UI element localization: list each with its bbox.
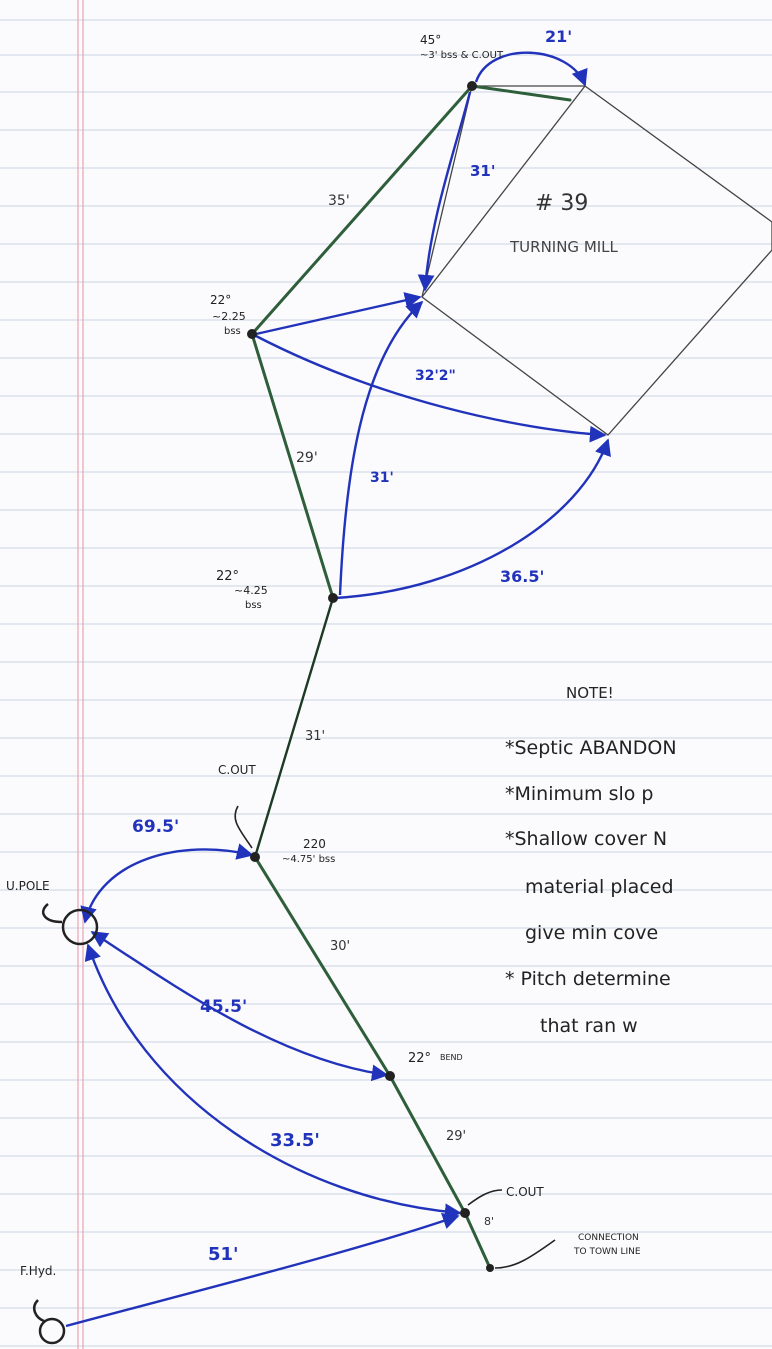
node-cout2-label: C.OUT: [506, 1185, 544, 1199]
len-bend-cout2: 29': [446, 1129, 466, 1144]
node-mid: [247, 329, 257, 339]
node-bend-sublabel: BEND: [440, 1053, 463, 1062]
building-name: TURNING MILL: [509, 238, 619, 256]
node-top-label: 45°: [420, 33, 441, 47]
node-bend-label: 22°: [408, 1051, 431, 1066]
tie-mid-diag: [255, 334, 607, 443]
leaders: [234, 805, 556, 1269]
node-220-label: 220: [303, 837, 326, 851]
margin-line: [77, 0, 84, 1349]
building-number: # 39: [535, 191, 588, 216]
node-bend: [385, 1071, 395, 1081]
note-line: *Minimum slo p: [505, 783, 654, 805]
tie-lines: [65, 51, 611, 1328]
node-cout1-label: C.OUT: [218, 763, 256, 777]
node-lower-sublabel2: bss: [245, 600, 262, 611]
tie-lower-corner: [334, 438, 611, 600]
tie-pole-cout2-label: 33.5': [270, 1130, 320, 1151]
notes-title: NOTE!: [566, 684, 614, 702]
building-outline: [421, 85, 772, 436]
tie-lower-up-label: 31': [370, 470, 394, 486]
node-lower-label: 22°: [216, 569, 239, 584]
len-top-mid: 35': [328, 193, 350, 209]
utility-pole-label: U.POLE: [6, 879, 50, 893]
pipe-top-mid: [250, 84, 474, 336]
node-cout2: [460, 1208, 470, 1218]
tie-top-down: [417, 91, 472, 292]
tie-pole-cout2: [84, 943, 462, 1221]
len-mid-lower: 29': [296, 450, 318, 466]
note-line: *Shallow cover N: [505, 828, 667, 850]
node-top: [467, 81, 477, 91]
hydrant-label: F.Hyd.: [20, 1264, 56, 1278]
tie-pole-cout-label: 69.5': [132, 817, 179, 837]
node-end: [486, 1264, 494, 1272]
node-lower: [328, 593, 338, 603]
node-mid-sublabel: ~2.25: [212, 310, 246, 323]
node-cout1: [250, 852, 260, 862]
note-line: material placed: [525, 876, 674, 898]
node-lower-sublabel: ~4.25: [234, 584, 268, 597]
tie-pole-bend-label: 45.5': [200, 997, 247, 1017]
sewer-pipe: [250, 84, 572, 1270]
tie-top-corner-label: 21': [545, 27, 572, 46]
tie-top-corner: [474, 51, 588, 87]
node-mid-sublabel2: bss: [224, 326, 241, 337]
tie-lower-up: [338, 300, 424, 596]
tie-hydrant-cout2-label: 51': [208, 1244, 239, 1265]
len-lower-cout: 31': [305, 729, 325, 744]
node-end-label2: TO TOWN LINE: [573, 1247, 641, 1257]
note-line: * Pitch determine: [505, 968, 671, 990]
len-cout-bend: 30': [330, 939, 350, 954]
tie-top-down-label: 31': [470, 162, 495, 180]
pipe-bend-cout2: [388, 1074, 467, 1215]
pipe-mid-lower: [250, 332, 335, 600]
pipe-lower-cout: [253, 596, 335, 859]
len-cout2-end: 8': [484, 1215, 494, 1228]
notebook-rules: [0, 19, 772, 1347]
nodes: [247, 81, 494, 1272]
note-line: give min cove: [525, 922, 658, 944]
tie-hydrant-cout2: [65, 1213, 460, 1328]
tie-mid-diag-label: 32'2": [415, 368, 456, 384]
node-220-sublabel: ~4.75' bss: [282, 854, 335, 865]
utility-pole-symbol: [42, 903, 99, 946]
tie-lower-corner-label: 36.5': [500, 567, 544, 586]
hydrant-symbol: [33, 1299, 66, 1345]
note-line: that ran w: [540, 1015, 638, 1037]
node-end-label: CONNECTION: [578, 1233, 639, 1243]
node-mid-label: 22°: [210, 293, 231, 307]
tie-pole-cout: [80, 843, 254, 924]
note-line: *Septic ABANDON: [505, 737, 677, 759]
tie-mid-corner: [255, 292, 422, 336]
node-top-sublabel: ~3' bss & C.OUT: [420, 50, 504, 61]
pipe-top-corner: [470, 84, 572, 102]
pipe-cout2-end: [463, 1211, 492, 1270]
